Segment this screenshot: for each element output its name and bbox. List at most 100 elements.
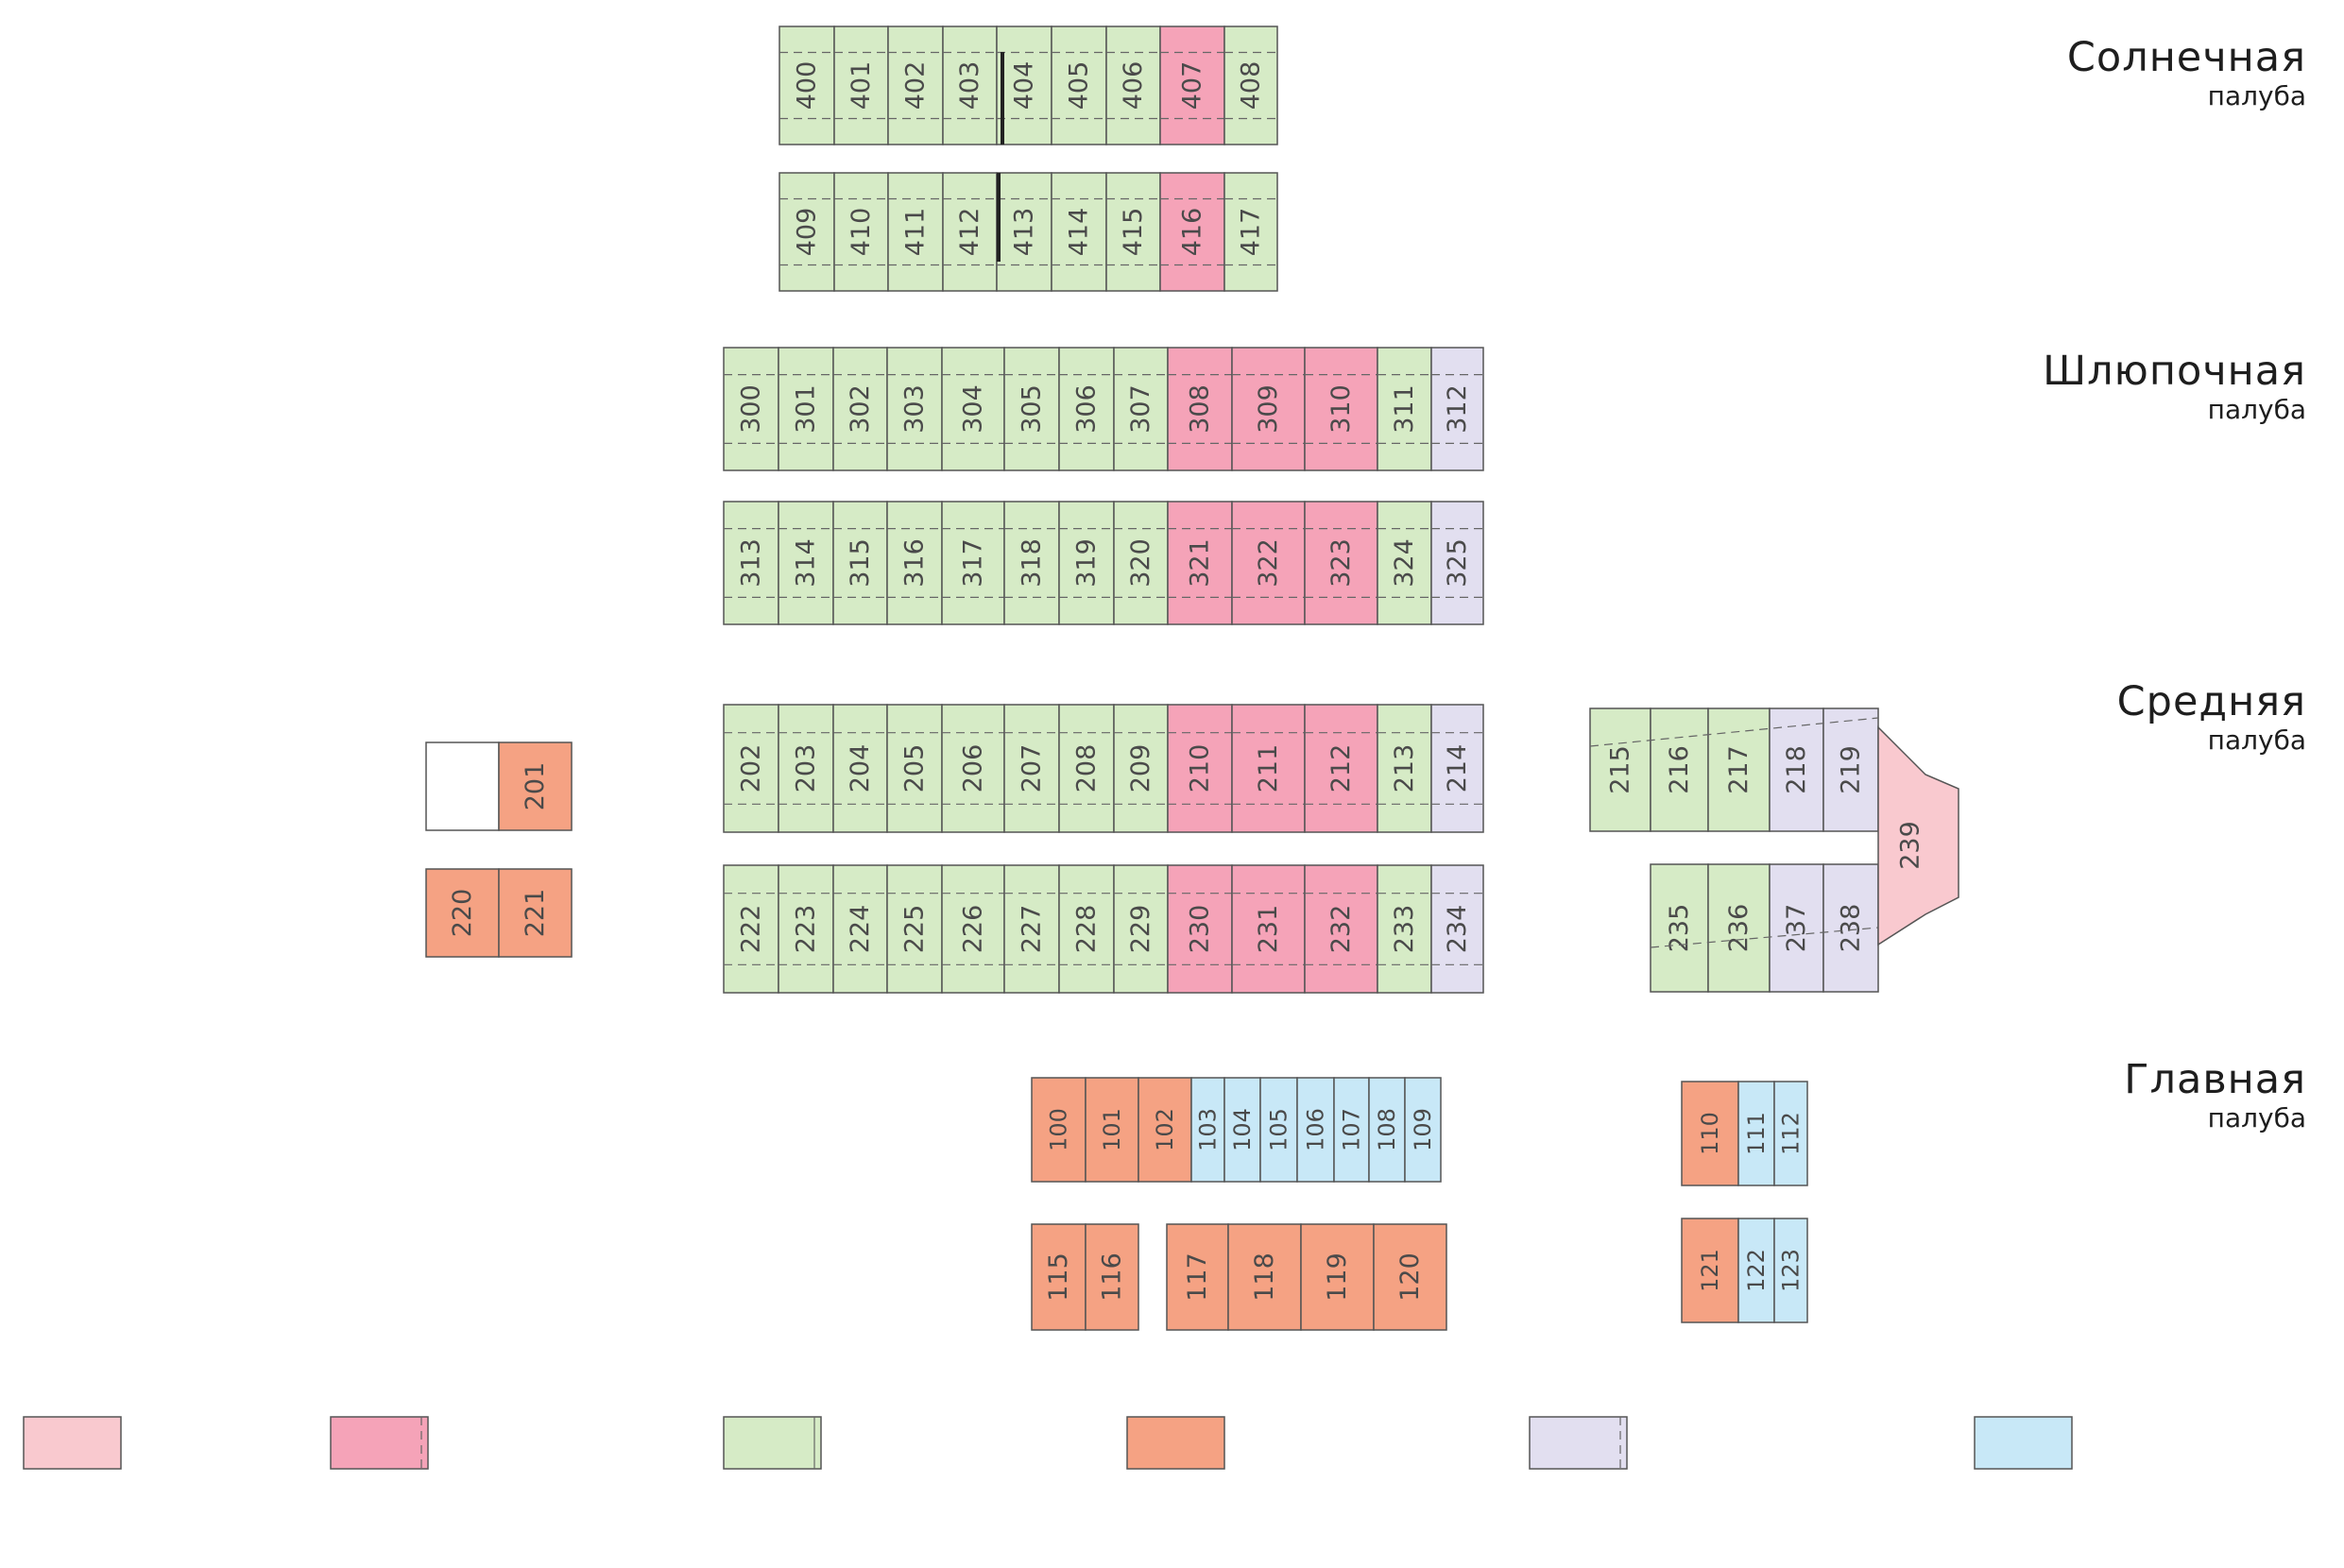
- cabin-232[interactable]: 232: [1304, 864, 1378, 994]
- cabin-318[interactable]: 318: [1003, 501, 1060, 625]
- cabin-217[interactable]: 217: [1707, 707, 1771, 832]
- cabin-116[interactable]: 116: [1085, 1223, 1139, 1331]
- cabin-405[interactable]: 405: [1051, 26, 1107, 145]
- cabin-211[interactable]: 211: [1231, 704, 1306, 833]
- cabin-100[interactable]: 100: [1031, 1077, 1086, 1183]
- cabin-303[interactable]: 303: [886, 347, 943, 471]
- cabin-308[interactable]: 308: [1167, 347, 1233, 471]
- cabin-205[interactable]: 205: [886, 704, 943, 833]
- cabin-302[interactable]: 302: [832, 347, 888, 471]
- cabin-233[interactable]: 233: [1377, 864, 1432, 994]
- cabin-323[interactable]: 323: [1304, 501, 1378, 625]
- cabin-235[interactable]: 235: [1650, 863, 1709, 993]
- cabin-111[interactable]: 111: [1737, 1081, 1775, 1186]
- cabin-204[interactable]: 204: [832, 704, 888, 833]
- cabin-104[interactable]: 104: [1223, 1077, 1261, 1183]
- cabin-321[interactable]: 321: [1167, 501, 1233, 625]
- cabin-105[interactable]: 105: [1259, 1077, 1298, 1183]
- cabin-317[interactable]: 317: [941, 501, 1005, 625]
- cabin-110[interactable]: 110: [1681, 1081, 1739, 1186]
- cabin-313[interactable]: 313: [723, 501, 779, 625]
- cabin-209[interactable]: 209: [1113, 704, 1169, 833]
- cabin-112[interactable]: 112: [1773, 1081, 1808, 1186]
- cabin-215[interactable]: 215: [1589, 707, 1651, 832]
- cabin-221[interactable]: 221: [498, 868, 573, 958]
- cabin-309[interactable]: 309: [1231, 347, 1306, 471]
- cabin-314[interactable]: 314: [778, 501, 834, 625]
- cabin-236[interactable]: 236: [1707, 863, 1771, 993]
- cabin-406[interactable]: 406: [1105, 26, 1161, 145]
- cabin-234[interactable]: 234: [1430, 864, 1484, 994]
- cabin-310[interactable]: 310: [1304, 347, 1378, 471]
- cabin-123[interactable]: 123: [1773, 1218, 1808, 1323]
- cabin-412[interactable]: 412: [942, 172, 998, 292]
- cabin-320[interactable]: 320: [1113, 501, 1169, 625]
- cabin-401[interactable]: 401: [833, 26, 889, 145]
- cabin-229[interactable]: 229: [1113, 864, 1169, 994]
- cabin-121[interactable]: 121: [1681, 1218, 1739, 1323]
- cabin-316[interactable]: 316: [886, 501, 943, 625]
- cabin-118[interactable]: 118: [1227, 1223, 1302, 1331]
- cabin-239[interactable]: 239: [1877, 725, 1959, 946]
- cabin-304[interactable]: 304: [941, 347, 1005, 471]
- cabin-224[interactable]: 224: [832, 864, 888, 994]
- cabin-408[interactable]: 408: [1223, 26, 1278, 145]
- cabin-227[interactable]: 227: [1003, 864, 1060, 994]
- cabin-319[interactable]: 319: [1058, 501, 1115, 625]
- cabin-108[interactable]: 108: [1368, 1077, 1406, 1183]
- cabin-102[interactable]: 102: [1138, 1077, 1192, 1183]
- cabin-122[interactable]: 122: [1737, 1218, 1775, 1323]
- cabin-410[interactable]: 410: [833, 172, 889, 292]
- cabin-307[interactable]: 307: [1113, 347, 1169, 471]
- cabin-417[interactable]: 417: [1223, 172, 1278, 292]
- cabin-223[interactable]: 223: [778, 864, 834, 994]
- cabin-411[interactable]: 411: [887, 172, 944, 292]
- cabin-409[interactable]: 409: [778, 172, 835, 292]
- cabin-222[interactable]: 222: [723, 864, 779, 994]
- cabin-117[interactable]: 117: [1166, 1223, 1229, 1331]
- cabin-301[interactable]: 301: [778, 347, 834, 471]
- cabin-403[interactable]: 403: [942, 26, 998, 145]
- cabin-blank[interactable]: [425, 741, 500, 831]
- cabin-228[interactable]: 228: [1058, 864, 1115, 994]
- cabin-219[interactable]: 219: [1822, 707, 1879, 832]
- cabin-306[interactable]: 306: [1058, 347, 1115, 471]
- cabin-212[interactable]: 212: [1304, 704, 1378, 833]
- cabin-201[interactable]: 201: [498, 741, 573, 831]
- cabin-311[interactable]: 311: [1377, 347, 1432, 471]
- cabin-305[interactable]: 305: [1003, 347, 1060, 471]
- cabin-115[interactable]: 115: [1031, 1223, 1086, 1331]
- cabin-322[interactable]: 322: [1231, 501, 1306, 625]
- cabin-400[interactable]: 400: [778, 26, 835, 145]
- cabin-237[interactable]: 237: [1769, 863, 1824, 993]
- cabin-216[interactable]: 216: [1650, 707, 1709, 832]
- cabin-214[interactable]: 214: [1430, 704, 1484, 833]
- cabin-312[interactable]: 312: [1430, 347, 1484, 471]
- cabin-402[interactable]: 402: [887, 26, 944, 145]
- cabin-119[interactable]: 119: [1300, 1223, 1375, 1331]
- cabin-206[interactable]: 206: [941, 704, 1005, 833]
- cabin-208[interactable]: 208: [1058, 704, 1115, 833]
- cabin-218[interactable]: 218: [1769, 707, 1824, 832]
- cabin-300[interactable]: 300: [723, 347, 779, 471]
- cabin-315[interactable]: 315: [832, 501, 888, 625]
- cabin-225[interactable]: 225: [886, 864, 943, 994]
- cabin-407[interactable]: 407: [1159, 26, 1225, 145]
- cabin-226[interactable]: 226: [941, 864, 1005, 994]
- cabin-109[interactable]: 109: [1404, 1077, 1442, 1183]
- cabin-202[interactable]: 202: [723, 704, 779, 833]
- cabin-325[interactable]: 325: [1430, 501, 1484, 625]
- cabin-414[interactable]: 414: [1051, 172, 1107, 292]
- cabin-101[interactable]: 101: [1085, 1077, 1139, 1183]
- cabin-210[interactable]: 210: [1167, 704, 1233, 833]
- cabin-324[interactable]: 324: [1377, 501, 1432, 625]
- cabin-230[interactable]: 230: [1167, 864, 1233, 994]
- cabin-207[interactable]: 207: [1003, 704, 1060, 833]
- cabin-415[interactable]: 415: [1105, 172, 1161, 292]
- cabin-220[interactable]: 220: [425, 868, 500, 958]
- cabin-404[interactable]: 404: [996, 26, 1052, 145]
- cabin-231[interactable]: 231: [1231, 864, 1306, 994]
- cabin-106[interactable]: 106: [1296, 1077, 1335, 1183]
- cabin-238[interactable]: 238: [1822, 863, 1879, 993]
- cabin-413[interactable]: 413: [996, 172, 1052, 292]
